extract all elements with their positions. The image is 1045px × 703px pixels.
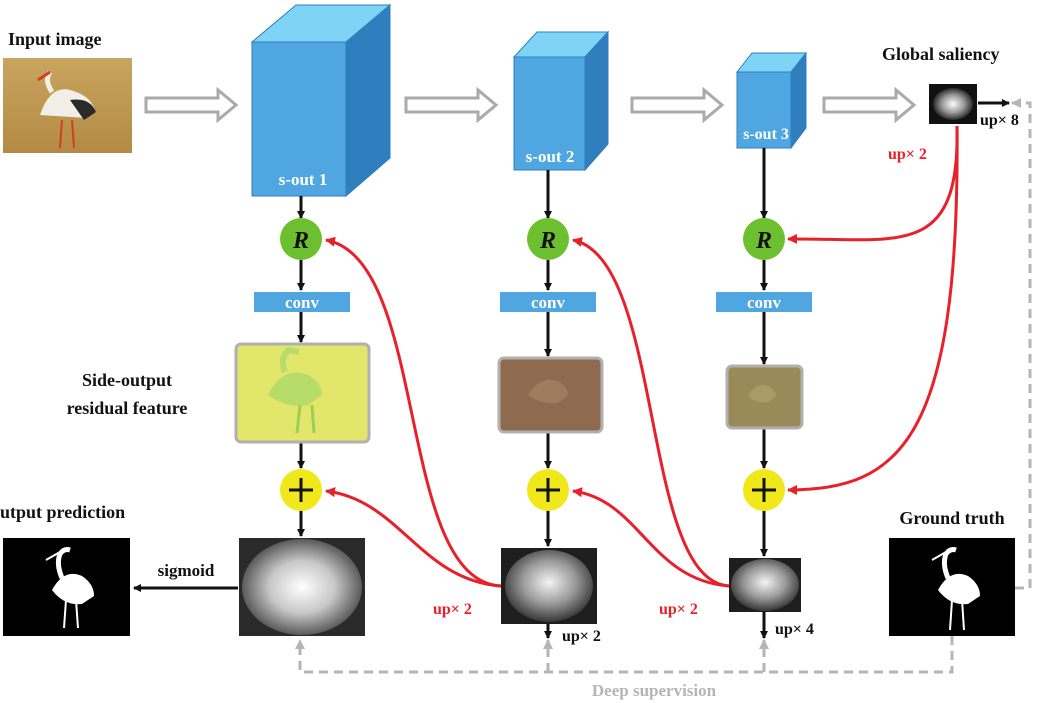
block-s-out-3-label: s-out 3 bbox=[743, 126, 789, 143]
ground-truth-map bbox=[889, 538, 1015, 636]
prediction-map-2 bbox=[501, 548, 597, 624]
block-s-out-3: s-out 3 bbox=[735, 51, 808, 150]
input-image bbox=[3, 58, 132, 153]
conv-bar-2: conv bbox=[500, 292, 596, 312]
stage2-up2-red-label: up× 2 bbox=[433, 601, 472, 618]
block-s-out-2: s-out 2 bbox=[512, 30, 610, 172]
hollow-arrows bbox=[144, 86, 917, 124]
deep-supervision-label: Deep supervision bbox=[592, 681, 717, 700]
side-output-label: Side-output bbox=[82, 370, 172, 390]
prediction-map-1 bbox=[239, 538, 365, 636]
pred2-to-sum1-arrow bbox=[325, 487, 502, 588]
pred3-to-r2-arrow bbox=[572, 237, 730, 588]
global-up2-label: up× 2 bbox=[888, 146, 927, 163]
svg-text:R: R bbox=[539, 228, 556, 254]
global-to-sum3-arrow bbox=[787, 125, 959, 495]
sigmoid-label: sigmoid bbox=[158, 561, 215, 580]
red-upsample-arrows bbox=[325, 125, 959, 588]
residual-feature-map-2 bbox=[497, 356, 604, 434]
output-prediction-map bbox=[3, 538, 130, 636]
svg-text:conv: conv bbox=[285, 293, 320, 312]
svg-text:R: R bbox=[755, 228, 772, 254]
stage2-up2-black-label: up× 2 bbox=[562, 628, 601, 645]
residual-node-3: R bbox=[743, 218, 785, 260]
global-saliency-label: Global saliency bbox=[882, 44, 1000, 64]
stage3-up4-label: up× 4 bbox=[775, 621, 814, 638]
pred3-to-sum2-arrow bbox=[572, 487, 730, 588]
residual-node-1: R bbox=[280, 218, 322, 260]
residual-feature-label: residual feature bbox=[67, 398, 188, 418]
sum-node-3 bbox=[743, 469, 785, 511]
sum-node-2 bbox=[527, 469, 569, 511]
residual-feature-map-1 bbox=[234, 342, 371, 444]
conv-bar-3: conv bbox=[716, 292, 812, 312]
residual-feature-map-3 bbox=[725, 364, 804, 430]
svg-text:R: R bbox=[292, 228, 309, 254]
hollow-arrow-3 bbox=[630, 86, 725, 124]
block-s-out-1: s-out 1 bbox=[250, 3, 392, 198]
svg-text:conv: conv bbox=[531, 293, 566, 312]
residual-node-2: R bbox=[527, 218, 569, 260]
input-image-label: Input image bbox=[8, 29, 102, 49]
sum-node-1 bbox=[280, 469, 322, 511]
output-prediction-label: utput prediction bbox=[0, 502, 125, 522]
deep-supervision-lines bbox=[295, 98, 1032, 674]
global-to-r3-arrow bbox=[787, 125, 959, 244]
global-up8-label: up× 8 bbox=[980, 112, 1019, 129]
conv-bar-1: conv bbox=[254, 292, 350, 312]
pred2-to-r1-arrow bbox=[325, 236, 502, 588]
hollow-arrow-4 bbox=[822, 86, 917, 124]
vertical-arrows bbox=[297, 148, 768, 639]
ground-truth-label: Ground truth bbox=[899, 508, 1004, 528]
svg-text:conv: conv bbox=[747, 293, 782, 312]
stage3-up2-red-label: up× 2 bbox=[659, 601, 698, 618]
prediction-map-3 bbox=[729, 558, 801, 612]
block-s-out-1-label: s-out 1 bbox=[279, 170, 328, 189]
global-saliency-map bbox=[929, 84, 977, 124]
block-s-out-2-label: s-out 2 bbox=[526, 147, 575, 166]
hollow-arrow-2 bbox=[404, 86, 499, 124]
hollow-arrow-1 bbox=[144, 86, 239, 124]
